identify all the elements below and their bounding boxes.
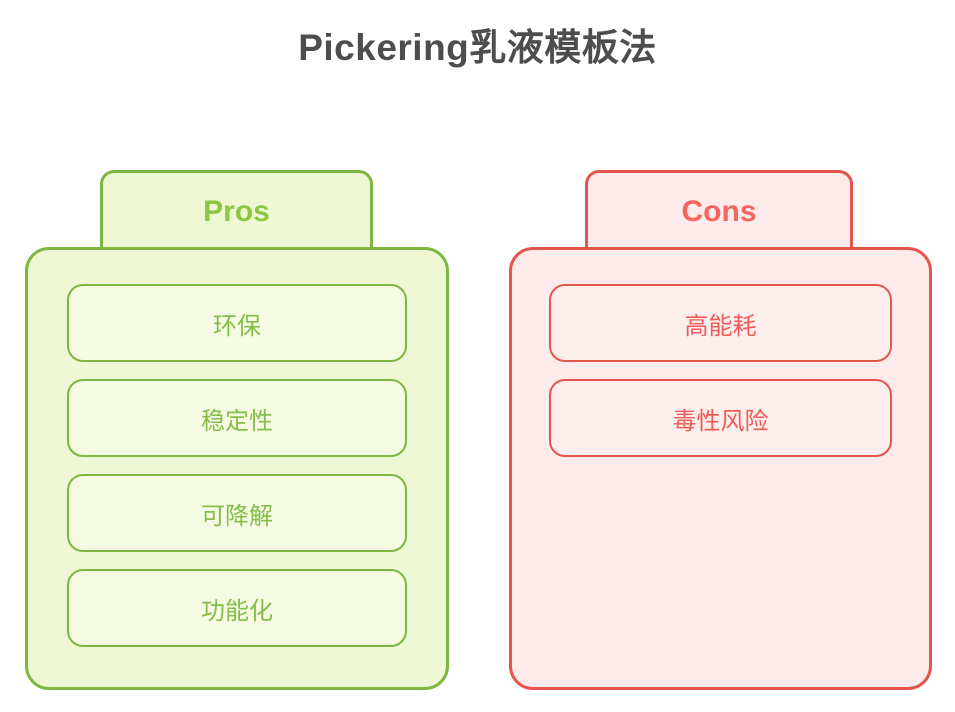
pros-item: 功能化 xyxy=(67,569,407,647)
cons-item: 高能耗 xyxy=(549,284,892,362)
pros-header-tab: Pros xyxy=(100,170,373,250)
pros-header-label: Pros xyxy=(203,194,270,228)
cons-item-label: 毒性风险 xyxy=(672,407,769,435)
pros-item-label: 环保 xyxy=(213,312,261,340)
pros-item-label: 功能化 xyxy=(201,597,273,625)
cons-header-label: Cons xyxy=(681,194,757,228)
cons-container: 高能耗 毒性风险 xyxy=(509,247,932,690)
diagram-title: Pickering乳液模板法 xyxy=(298,27,657,68)
pros-container: 环保 稳定性 可降解 功能化 xyxy=(25,247,449,690)
pros-item-label: 可降解 xyxy=(201,502,273,530)
pros-item-label: 稳定性 xyxy=(201,407,273,435)
cons-header-tab: Cons xyxy=(585,170,853,250)
cons-item: 毒性风险 xyxy=(549,379,892,457)
pros-item: 可降解 xyxy=(67,474,407,552)
pros-item: 稳定性 xyxy=(67,379,407,457)
cons-item-label: 高能耗 xyxy=(684,312,757,340)
pros-item: 环保 xyxy=(67,284,407,362)
